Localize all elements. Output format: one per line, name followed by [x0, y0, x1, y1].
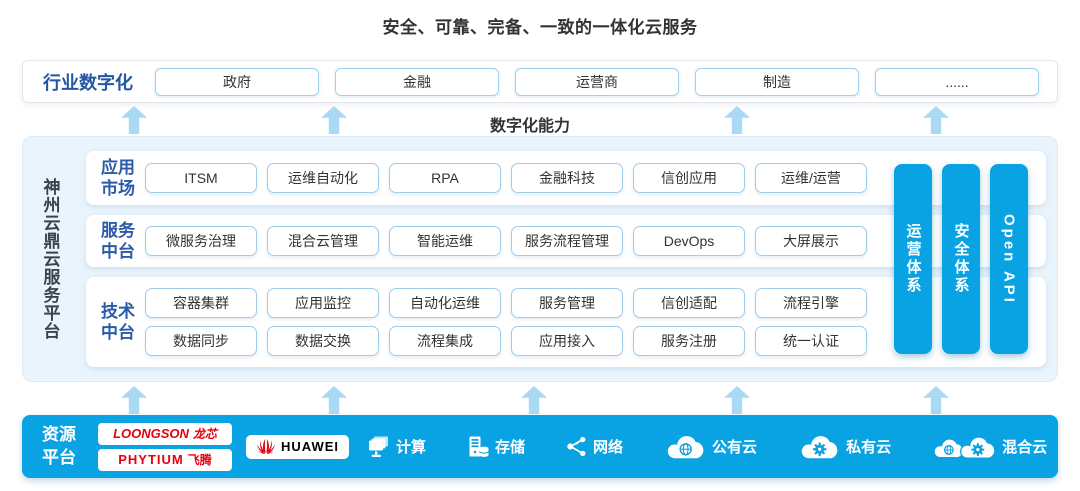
industry-row-label: 行业数字化 — [43, 72, 133, 93]
industry-box-government: 政府 — [155, 67, 319, 96]
chip-itsm: ITSM — [145, 163, 257, 193]
resource-item-storage: 存储 — [466, 435, 525, 459]
resource-item-label: 私有云 — [846, 439, 892, 456]
huawei-flower-icon — [256, 438, 276, 456]
public-cloud-icon — [663, 432, 707, 461]
arrow-up-icon — [321, 386, 347, 414]
loongson-logo: LOONGSON 龙芯 — [98, 422, 232, 445]
loongson-logo-cn: 龙芯 — [192, 427, 217, 441]
chip-service-registry: 服务注册 — [633, 326, 745, 356]
phytium-logo-cn: 飞腾 — [187, 453, 212, 467]
chip-ops-operation: 运维/运营 — [755, 163, 867, 193]
industry-row: 行业数字化 政府 金融 运营商 制造 ...... — [22, 60, 1058, 103]
arrow-up-icon — [923, 106, 949, 134]
huawei-logo: HUAWEI — [246, 434, 349, 459]
arrow-up-icon — [121, 106, 147, 134]
tech-middle-row: 技术中台 容器集群 应用监控 自动化运维 服务管理 信创适配 流程引擎 数据同步… — [86, 277, 1046, 367]
chip-app-monitoring: 应用监控 — [267, 288, 379, 318]
resource-item-label: 计算 — [396, 439, 427, 456]
chip-app-access: 应用接入 — [511, 326, 623, 356]
service-middle-row: 服务中台 微服务治理 混合云管理 智能运维 服务流程管理 DevOps 大屏展示 — [86, 215, 1046, 267]
phytium-logo: PHYTIUM 飞腾 — [98, 448, 232, 471]
resource-item-private-cloud: 私有云 — [797, 432, 891, 461]
chip-ops-automation: 运维自动化 — [267, 163, 379, 193]
page-title: 安全、可靠、完备、一致的一体化云服务 — [382, 18, 698, 37]
chip-intelligent-ops: 智能运维 — [389, 226, 501, 256]
resource-item-label: 网络 — [593, 439, 624, 456]
chip-microservice-governance: 微服务治理 — [145, 226, 257, 256]
resource-platform-label: 资源平台 — [42, 424, 76, 467]
resource-item-label: 公有云 — [712, 439, 758, 456]
industry-box-operator: 运营商 — [515, 67, 679, 96]
chip-fintech: 金融科技 — [511, 163, 623, 193]
arrow-up-icon — [321, 106, 347, 134]
industry-box-manufacturing: 制造 — [695, 67, 859, 96]
resource-item-network: 网络 — [565, 435, 623, 458]
chip-unified-auth: 统一认证 — [755, 326, 867, 356]
arrow-up-icon — [923, 386, 949, 414]
resource-bar: 资源平台 LOONGSON 龙芯 PHYTIUM 飞腾 — [22, 415, 1058, 478]
resource-item-public-cloud: 公有云 — [663, 432, 757, 461]
arrow-up-icon — [121, 386, 147, 414]
chip-container-cluster: 容器集群 — [145, 288, 257, 318]
resource-item-label: 存储 — [495, 439, 526, 456]
chip-process-engine: 流程引擎 — [755, 288, 867, 318]
chip-service-mgmt: 服务管理 — [511, 288, 623, 318]
arrow-up-icon — [724, 386, 750, 414]
resource-item-label: 混合云 — [1002, 439, 1048, 456]
platform-side-label: 神州云鼎云服务平台 — [40, 178, 60, 340]
arrow-up-icon — [724, 106, 750, 134]
chip-big-screen: 大屏展示 — [755, 226, 867, 256]
pillar-operations-system: 运营体系 — [894, 164, 932, 354]
network-icon — [565, 435, 588, 458]
pillar-open-api: Open API — [990, 164, 1028, 354]
hybrid-cloud-icon — [931, 432, 997, 462]
resource-item-hybrid-cloud: 混合云 — [931, 432, 1047, 462]
row-label-tech-middle: 技术中台 — [101, 301, 135, 342]
chip-service-process-mgmt: 服务流程管理 — [511, 226, 623, 256]
resource-item-compute: 计算 — [367, 435, 426, 459]
row-label-app-market: 应用市场 — [101, 157, 135, 198]
digital-capability-label: 数字化能力 — [489, 118, 570, 135]
pillar-security-system: 安全体系 — [942, 164, 980, 354]
private-cloud-icon — [797, 432, 841, 461]
chip-hybrid-cloud-mgmt: 混合云管理 — [267, 226, 379, 256]
arrow-up-icon — [521, 386, 547, 414]
industry-box-finance: 金融 — [335, 67, 499, 96]
chip-devops: DevOps — [633, 226, 745, 256]
row-label-service-middle: 服务中台 — [101, 220, 135, 261]
chip-rpa: RPA — [389, 163, 501, 193]
industry-box-more: ...... — [875, 67, 1039, 96]
compute-icon — [367, 435, 391, 459]
chip-xinchuang-app: 信创应用 — [633, 163, 745, 193]
huawei-logo-text: HUAWEI — [281, 439, 339, 454]
storage-icon — [466, 435, 490, 459]
resource-items: 计算 存储 — [367, 432, 1047, 462]
chip-automated-ops: 自动化运维 — [389, 288, 501, 318]
platform-panel: 神州云鼎云服务平台 应用市场 ITSM 运维自动化 RPA 金融科技 信创应用 … — [22, 136, 1058, 382]
cpu-vendor-logos: LOONGSON 龙芯 PHYTIUM 飞腾 — [98, 422, 232, 471]
chip-xinchuang-adaptation: 信创适配 — [633, 288, 745, 318]
chip-data-exchange: 数据交换 — [267, 326, 379, 356]
chip-data-sync: 数据同步 — [145, 326, 257, 356]
app-market-row: 应用市场 ITSM 运维自动化 RPA 金融科技 信创应用 运维/运营 — [86, 151, 1046, 205]
phytium-logo-text: PHYTIUM — [118, 452, 184, 467]
loongson-logo-text: LOONGSON — [113, 426, 189, 441]
chip-process-integration: 流程集成 — [389, 326, 501, 356]
